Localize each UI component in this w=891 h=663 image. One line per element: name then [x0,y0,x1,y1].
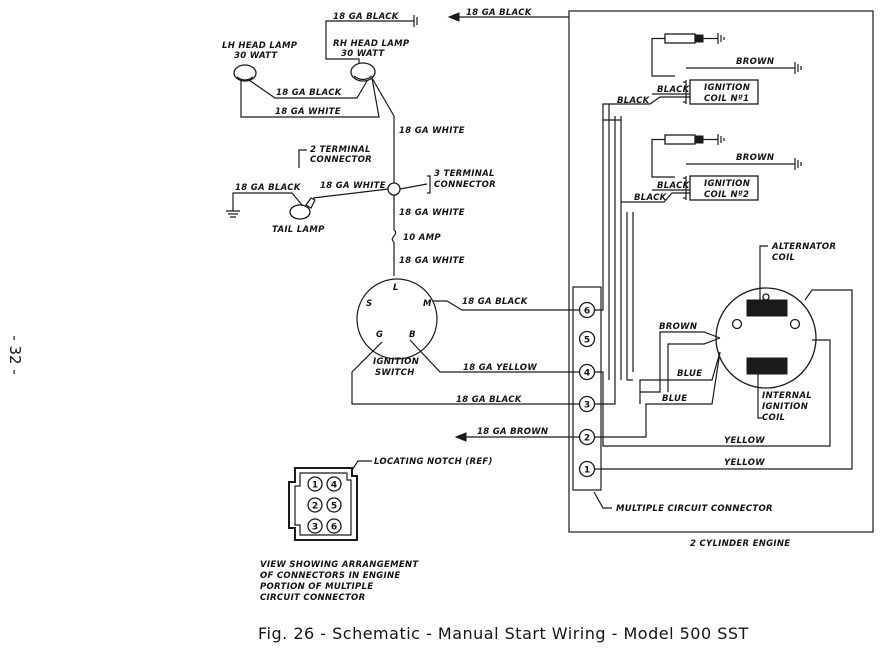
lh-head-lamp [233,64,257,82]
connector-pin-6: 6 [578,301,596,319]
ignition-coil-1 [689,79,759,105]
connector-pin-4: 4 [578,363,596,381]
ignition-coil-2 [689,175,759,201]
multiple-circuit-connector [572,286,602,491]
locating-notch-label: LOCATING NOTCH (REF) [374,457,493,467]
wire-label-stator-yellow-2: YELLOW [724,458,765,468]
rh-head-lamp-label: RH HEAD LAMP [333,39,410,49]
wire-label-coil2-black-lead: BLACK [634,193,668,203]
wire-label-black-pin3: 18 GA BLACK [456,395,523,405]
fuse-label: 10 AMP [403,233,441,243]
multiple-circuit-connector-label: MULTIPLE CIRCUIT CONNECTOR [616,504,773,514]
plug-pin-4: 4 [331,481,337,491]
internal-ignition-coil-label-2: IGNITION [762,402,808,412]
wire-label-stator-brown: BROWN [659,322,697,332]
wire-label-brown-pin2: 18 GA BROWN [477,427,548,437]
two-terminal-connector-label: 2 TERMINAL [310,145,371,155]
internal-ignition-coil-label: INTERNAL [762,391,812,401]
connector-pin-2: 2 [578,428,596,446]
page-number: - 32 - [6,335,24,374]
wire-label-black-tail: 18 GA BLACK [235,183,302,193]
svg-text:3: 3 [584,401,590,411]
plug-pin-6: 6 [331,523,337,533]
wire-label-white-to-connector: 18 GA WHITE [399,126,465,136]
switch-terminal-b: B [409,330,416,340]
view-note-line-1: VIEW SHOWING ARRANGEMENT [260,560,419,570]
ignition-coil-1-label: IGNITION [704,83,750,93]
wire-label-black-rh-lamp-ground: 18 GA BLACK [333,12,400,22]
three-terminal-connector-label-2: CONNECTOR [434,180,496,190]
internal-ignition-coil-label-3: COIL [762,413,785,423]
lh-head-lamp-label: LH HEAD LAMP [222,41,298,51]
wire-label-yellow-pin4: 18 GA YELLOW [463,363,537,373]
view-note-line-3: PORTION OF MULTIPLE [260,582,373,592]
wire-label-white-lamps: 18 GA WHITE [275,107,341,117]
view-note-line-2: OF CONNECTORS IN ENGINE [260,571,401,581]
wire-label-stator-yellow-1: YELLOW [724,436,765,446]
connector-pin-3: 3 [578,395,596,413]
wire-label-black-engine-ground: 18 GA BLACK [466,8,533,18]
plug-pin-3: 3 [312,523,318,533]
wire-label-white-to-fuse: 18 GA WHITE [399,208,465,218]
switch-terminal-g: G [376,330,383,340]
wire-label-coil2-black: BLACK [657,181,691,191]
switch-terminal-l: L [393,283,399,293]
wire-label-stator-blue-1: BLUE [677,369,702,379]
engine-enclosure [568,10,874,533]
wire-label-coil1-brown: BROWN [736,57,774,67]
connector-plug-view: 1 4 2 5 3 6 [288,467,358,541]
wire-label-black-lamps: 18 GA BLACK [276,88,343,98]
switch-terminal-s: S [366,299,372,309]
plug-pin-2: 2 [312,502,318,512]
alternator-coil-label: ALTERNATOR [771,242,836,252]
rh-head-lamp [350,62,376,82]
plug-pin-1: 1 [312,481,318,491]
spark-plug-1 [651,33,725,77]
svg-text:2: 2 [584,434,590,444]
view-note-line-4: CIRCUIT CONNECTOR [260,593,365,603]
two-terminal-connector-label-2: CONNECTOR [310,155,372,165]
spark-plug-2 [651,134,725,178]
svg-text:5: 5 [584,336,590,346]
alternator-coil-label-2: COIL [772,253,795,263]
rh-head-lamp-label-2: 30 WATT [341,49,385,59]
ignition-switch-label: IGNITION [373,357,419,367]
wire-label-white-tail: 18 GA WHITE [320,181,386,191]
wire-label-white-to-switch: 18 GA WHITE [399,256,465,266]
lh-head-lamp-label-2: 30 WATT [234,51,278,61]
ignition-coil-2-label-2: COIL Nº2 [704,190,749,200]
svg-text:4: 4 [584,369,590,379]
figure-caption: Fig. 26 - Schematic - Manual Start Wirin… [258,624,749,643]
engine-label: 2 CYLINDER ENGINE [690,539,790,549]
wire-label-coil1-black: BLACK [657,85,691,95]
switch-terminal-m: M [423,299,432,309]
tail-lamp-label: TAIL LAMP [272,225,325,235]
ignition-switch [356,278,438,360]
ignition-coil-2-label: IGNITION [704,179,750,189]
three-terminal-connector-label: 3 TERMINAL [434,169,495,179]
ignition-switch-label-2: SWITCH [375,368,415,378]
wire-label-coil2-brown: BROWN [736,153,774,163]
stator [715,287,817,389]
wire-label-coil1-black-lead: BLACK [617,96,651,106]
tail-lamp [289,197,316,220]
plug-pin-5: 5 [331,502,337,512]
connector-pin-1: 1 [578,460,596,478]
svg-text:6: 6 [584,307,590,317]
wire-label-stator-blue-2: BLUE [662,394,687,404]
connector-pin-5: 5 [578,330,596,348]
three-terminal-connector [387,182,401,196]
svg-text:1: 1 [584,466,590,476]
ignition-coil-1-label-2: COIL Nº1 [704,94,749,104]
wire-label-black-pin6: 18 GA BLACK [462,297,529,307]
